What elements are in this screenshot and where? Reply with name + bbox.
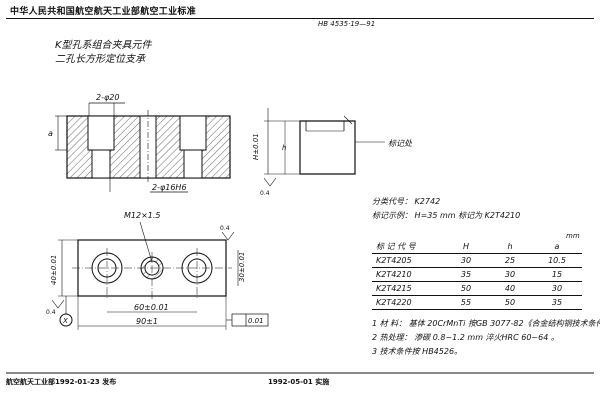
side-view [263, 108, 385, 187]
dim-length-60: 60±0.01 [134, 303, 169, 312]
cell-code: K2T4220 [372, 295, 444, 310]
dim-width-40: 40±0.01 [50, 255, 58, 285]
cell-H: 50 [444, 281, 488, 296]
footer-effective: 1992-05-01 实施 [268, 378, 330, 386]
example-label: 标记示例： [372, 211, 412, 220]
standard-number: HB 4535·19—91 [318, 20, 376, 28]
cell-H: 30 [444, 253, 488, 268]
title-line-2: 二孔长方形定位支承 [55, 54, 145, 65]
header-a: a [532, 240, 582, 254]
classification-value: K2742 [414, 197, 441, 206]
example-value: H=35 mm 标记为 K2T4210 [414, 211, 521, 220]
header-code: 标 记 代 号 [372, 240, 444, 254]
roughness-top-left: 0.4 [46, 309, 56, 316]
title-line-1: K型孔系组合夹具元件 [55, 40, 152, 51]
note-heat-treatment: 2 热处理： 渗碳 0.8~1.2 mm 淬火HRC 60~64 。 [372, 333, 559, 342]
table-header-row: 标 记 代 号 H h a [372, 240, 582, 254]
dim-thread: M12×1.5 [124, 211, 161, 220]
cell-h: 25 [488, 253, 532, 268]
top-view [51, 221, 269, 330]
table-row: K2T4205 30 25 10.5 [372, 253, 582, 268]
table-unit: mm [566, 232, 580, 240]
header-h: h [488, 240, 532, 254]
cell-a: 10.5 [532, 253, 582, 268]
cell-a: 15 [532, 267, 582, 282]
header-H: H [444, 240, 488, 254]
table-row: K2T4215 50 40 30 [372, 281, 582, 296]
cell-code: K2T4215 [372, 281, 444, 296]
dim-h: h [282, 144, 286, 152]
note-material: 1 材 料： 基体 20CrMnTi 按GB 3077-82《合金结构钢技术条件… [372, 319, 600, 328]
cell-h: 40 [488, 281, 532, 296]
flatness-value: 0.01 [248, 317, 264, 325]
cell-H: 55 [444, 295, 488, 310]
cell-a: 30 [532, 281, 582, 296]
dim-width-30: 30±0.01 [238, 252, 246, 282]
dim-length-90: 90±1 [136, 317, 158, 326]
roughness-top-right: 0.4 [220, 225, 230, 232]
dim-H: H±0.01 [252, 133, 260, 160]
roughness-side: 0.4 [260, 190, 270, 197]
dim-bottom-holes: 2-φ16H6 [152, 183, 187, 192]
cell-H: 35 [444, 267, 488, 282]
table-row: K2T4210 35 30 15 [372, 267, 582, 282]
cell-a: 35 [532, 295, 582, 310]
cell-h: 50 [488, 295, 532, 310]
spec-table: 标 记 代 号 H h a K2T4205 30 25 10.5 K2T4210… [372, 240, 582, 310]
organization-header: 中华人民共和国航空航天工业部航空工业标准 [10, 7, 197, 17]
table-row: K2T4220 55 50 35 [372, 295, 582, 310]
cell-h: 30 [488, 267, 532, 282]
front-section-view [55, 102, 231, 193]
note-technical: 3 技术条件按 HB4526。 [372, 347, 463, 356]
classification-label: 分类代号： [372, 197, 412, 206]
example-row: 标记示例： H=35 mm 标记为 K2T4210 [372, 210, 520, 221]
dim-a: a [48, 129, 53, 138]
header-rule [6, 18, 594, 19]
datum-x: X [62, 317, 68, 325]
footer-issued: 航空航天工业部1992-01-23 发布 [6, 378, 117, 386]
cell-code: K2T4210 [372, 267, 444, 282]
marking-callout: 标记处 [388, 139, 413, 148]
cell-code: K2T4205 [372, 253, 444, 268]
dim-top-holes: 2-φ20 [96, 93, 119, 102]
classification-row: 分类代号： K2742 [372, 196, 440, 207]
